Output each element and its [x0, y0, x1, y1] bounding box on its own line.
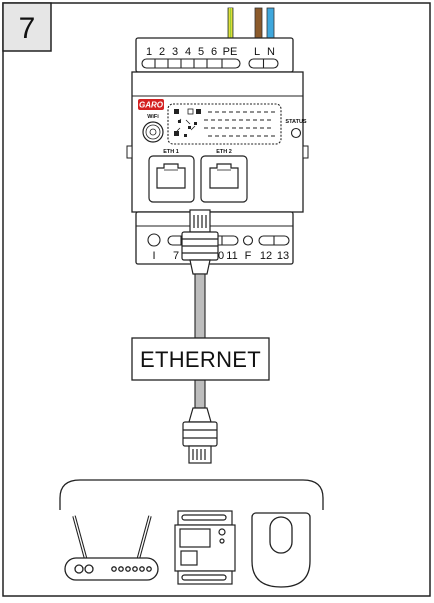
terminal-label-11: 11 [226, 250, 237, 262]
wifi-icon: WiFi [142, 114, 164, 143]
terminal-label-6: 6 [211, 46, 217, 58]
bottom-terminal-labels: I 7 10 11 F 12 13 [152, 250, 289, 262]
terminal-label-i: I [152, 250, 155, 262]
energy-meter-icon [174, 510, 236, 585]
terminal-label-5: 5 [198, 46, 204, 58]
rj45-plug-bottom [182, 407, 218, 464]
status-label: STATUS [285, 119, 307, 125]
terminal-label-2: 2 [159, 46, 165, 58]
svg-text:ETH 1: ETH 1 [163, 149, 179, 155]
device-group-bracket [59, 479, 324, 510]
svg-text:ETH 2: ETH 2 [216, 149, 232, 155]
garo-logo: GARO [138, 99, 164, 110]
status-led: STATUS [285, 119, 307, 139]
terminal-label-7: 7 [173, 250, 179, 262]
ethernet-label-box: ETHERNET [131, 337, 270, 381]
terminal-label-l: L [254, 46, 260, 58]
terminal-label-f: F [245, 250, 252, 262]
ethernet-label: ETHERNET [140, 347, 261, 372]
router-icon [64, 515, 159, 581]
ev-charger-icon [251, 512, 311, 588]
top-terminal-screws [141, 58, 279, 69]
terminal-label-pe: PE [223, 46, 238, 58]
terminal-label-n: N [267, 46, 275, 58]
terminal-label-12: 12 [260, 250, 272, 262]
terminal-label-1: 1 [146, 46, 152, 58]
eth1-port: ETH 1 [148, 149, 195, 203]
svg-text:GARO: GARO [139, 101, 164, 110]
step-number: 7 [19, 12, 36, 45]
display-panel [167, 103, 282, 145]
terminal-label-13: 13 [277, 250, 289, 262]
step-number-box: 7 [2, 2, 52, 52]
eth2-port: ETH 2 [200, 149, 248, 203]
terminal-label-4: 4 [185, 46, 191, 58]
energy-meter: 1 2 3 4 5 6 PE L N GARO [126, 37, 309, 265]
top-terminal-labels: 1 2 3 4 5 6 PE L N [146, 46, 275, 58]
rj45-plug-top [181, 209, 219, 275]
terminal-label-3: 3 [172, 46, 178, 58]
svg-text:WiFi: WiFi [147, 114, 159, 120]
